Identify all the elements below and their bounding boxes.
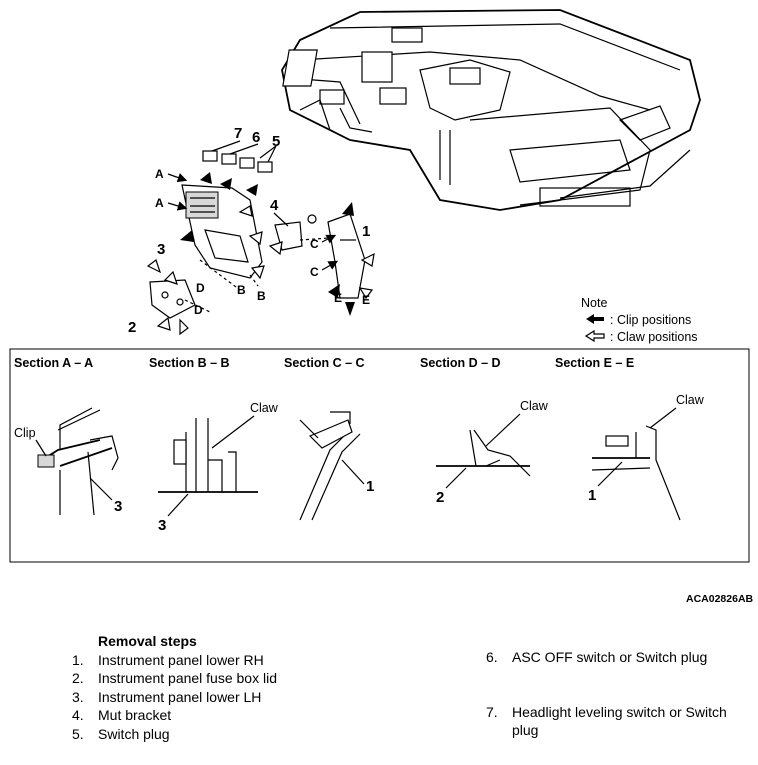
callout-2: 2	[128, 319, 136, 336]
step-6: 6.ASC OFF switch or Switch plug	[486, 649, 708, 665]
step-7: 7.Headlight leveling switch or Switch pl…	[486, 703, 727, 739]
exploded-parts	[149, 140, 366, 319]
svg-text:A: A	[155, 196, 164, 210]
step-1: 1.Instrument panel lower RH	[72, 651, 264, 668]
removal-steps-list: Removal steps 1.Instrument panel lower R…	[72, 632, 402, 743]
svg-text:E: E	[362, 293, 370, 307]
part-callouts: 7 6 5 4 3 2 1	[128, 125, 370, 336]
callout-5: 5	[272, 133, 280, 150]
section-titles: Section A – A Section B – B Section C – …	[14, 356, 634, 370]
section-d-drawing: Claw 2	[436, 399, 549, 506]
svg-text:Clip: Clip	[14, 426, 36, 440]
section-c-title: Section C – C	[284, 356, 365, 370]
switch-plug-5a	[239, 157, 255, 169]
svg-text:1: 1	[588, 487, 596, 504]
callout-7: 7	[234, 125, 242, 142]
svg-text:Claw: Claw	[250, 401, 279, 415]
section-a-title: Section A – A	[14, 356, 93, 370]
section-c-drawing: 1	[299, 411, 374, 521]
step-5: 5.Switch plug	[72, 725, 170, 742]
svg-text:Claw: Claw	[520, 399, 549, 413]
callout-3: 3	[157, 241, 165, 258]
panel-lower-rh	[327, 213, 366, 299]
section-b-title: Section B – B	[149, 356, 230, 370]
removal-steps-list-continued: 6.ASC OFF switch or Switch plug 7.Headli…	[486, 648, 756, 740]
note-claw: : Claw positions	[610, 330, 698, 344]
clip-arrows	[180, 172, 355, 316]
svg-text:C: C	[310, 237, 319, 251]
callout-4: 4	[270, 197, 279, 214]
section-b-drawing: Claw 3	[158, 401, 279, 534]
fuse-box-lid	[149, 279, 196, 319]
step-3: 3.Instrument panel lower LH	[72, 688, 262, 705]
svg-text:D: D	[194, 303, 203, 317]
svg-text:C: C	[310, 265, 319, 279]
removal-steps-title: Removal steps	[98, 633, 197, 649]
sections-box	[9, 348, 750, 563]
section-a-drawing: Clip 3	[14, 407, 122, 516]
svg-text:Claw: Claw	[676, 393, 705, 407]
section-e-title: Section E – E	[555, 356, 634, 370]
section-e-drawing: Claw 1	[588, 393, 705, 521]
svg-text:3: 3	[114, 498, 122, 515]
step-2: 2.Instrument panel fuse box lid	[72, 670, 277, 686]
svg-text:B: B	[257, 289, 266, 303]
svg-text:1: 1	[366, 478, 374, 495]
svg-text:B: B	[237, 283, 246, 297]
switch-7	[202, 150, 218, 162]
step-4: 4.Mut bracket	[72, 707, 172, 723]
switch-plug-5b	[257, 161, 273, 173]
svg-text:A: A	[155, 167, 164, 181]
svg-text:E: E	[334, 291, 342, 305]
claw-arrow-icon	[584, 329, 605, 343]
note-title: Note	[581, 296, 607, 310]
callout-1: 1	[362, 223, 370, 240]
svg-text:D: D	[196, 281, 205, 295]
claw-arrows	[146, 205, 375, 336]
removal-diagram: 7 6 5 4 3 2 1 A A B B C C D D E E Note :…	[9, 9, 754, 605]
figure-code: ACA02826AB	[686, 593, 754, 605]
section-letters: A A B B C C D D E E	[155, 167, 370, 317]
clip-arrow-icon	[586, 314, 604, 324]
dashboard-illustration	[281, 9, 701, 211]
callout-6: 6	[252, 129, 260, 146]
switch-6	[221, 153, 237, 165]
section-d-title: Section D – D	[420, 356, 501, 370]
svg-text:3: 3	[158, 517, 166, 534]
svg-text:2: 2	[436, 489, 444, 506]
note-clip: : Clip positions	[610, 313, 691, 327]
note-legend: Note : Clip positions : Claw positions	[581, 296, 698, 344]
